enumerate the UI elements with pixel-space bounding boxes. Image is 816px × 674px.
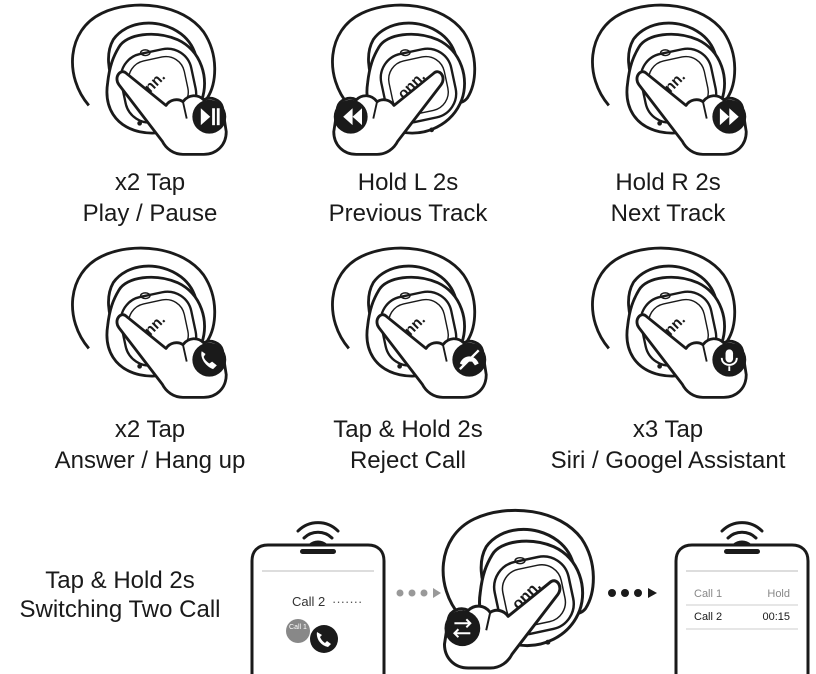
phone-two-calls: Call 1 Hold Call 2 00:15	[674, 521, 810, 674]
reject-call-icon	[452, 342, 487, 377]
rewind-icon	[333, 99, 368, 134]
calling-dots: ·······	[332, 594, 362, 609]
gesture-function: Play / Pause	[82, 200, 218, 227]
gesture-action: Hold L 2s	[357, 169, 459, 196]
gesture-action: x2 Tap	[114, 416, 186, 443]
phone-icon	[316, 632, 331, 647]
phone-icon	[192, 342, 227, 377]
gesture-caption-switch-call: Tap & Hold 2s Switching Two Call	[0, 566, 240, 624]
gesture-function: Reject Call	[349, 447, 467, 474]
call-status: 00:15	[762, 611, 790, 623]
earbud-illustration-next-track: onn.	[591, 3, 748, 156]
gesture-caption-next-track: Hold R 2s Next Track	[558, 167, 778, 229]
microphone-icon	[712, 342, 747, 377]
flow-arrow-right	[608, 585, 662, 606]
gesture-function: Previous Track	[328, 200, 488, 227]
wifi-signal-icon	[720, 521, 764, 547]
earbud-illustration-voice-assistant: onn.	[591, 246, 748, 399]
play-pause-icon	[192, 99, 227, 134]
gesture-caption-play-pause: x2 Tap Play / Pause	[40, 167, 260, 229]
gesture-function: Answer / Hang up	[54, 447, 246, 474]
fast-forward-icon	[712, 99, 747, 134]
gesture-caption-reject-call: Tap & Hold 2s Reject Call	[298, 414, 518, 476]
call-name: Call 2	[694, 611, 722, 623]
earbud-illustration-previous-track: onn.	[331, 3, 477, 156]
gesture-function: Next Track	[610, 200, 726, 227]
gesture-function: Siri / Googel Assistant	[550, 447, 786, 474]
earbud-illustration-play-pause: onn.	[71, 3, 228, 156]
call-status: Hold	[767, 588, 790, 600]
swap-call-icon	[444, 610, 481, 647]
gesture-action: Tap & Hold 2s	[45, 567, 195, 594]
gesture-caption-previous-track: Hold L 2s Previous Track	[298, 167, 518, 229]
gesture-function: Switching Two Call	[19, 596, 221, 623]
flow-arrow-left	[396, 585, 446, 606]
phone-incoming-call: Call 2 ······· Call 1	[250, 521, 386, 674]
earbud-illustration-switch-call: onn.	[441, 508, 595, 670]
wifi-signal-icon	[296, 521, 340, 547]
call-badge: Call 1	[289, 624, 307, 631]
call-name: Call 1	[694, 588, 722, 600]
gesture-action: Tap & Hold 2s	[333, 416, 483, 443]
gesture-action: x3 Tap	[632, 416, 704, 443]
gesture-action: x2 Tap	[114, 169, 186, 196]
earbud-illustration-answer-hangup: onn.	[71, 246, 228, 399]
gesture-caption-voice-assistant: x3 Tap Siri / Googel Assistant	[528, 414, 808, 476]
gesture-action: Hold R 2s	[615, 169, 721, 196]
call-label: Call 2	[292, 594, 325, 609]
gesture-caption-answer-hangup: x2 Tap Answer / Hang up	[40, 414, 260, 476]
earbud-illustration-reject-call: onn.	[331, 246, 488, 399]
